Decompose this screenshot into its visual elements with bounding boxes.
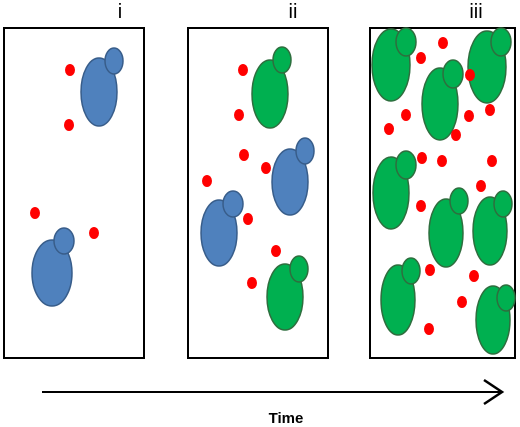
red-dot <box>469 270 479 282</box>
red-dot <box>485 104 495 116</box>
red-dot <box>487 155 497 167</box>
red-dot <box>464 110 474 122</box>
blue-cell-bud <box>222 190 244 218</box>
green-cell-bud <box>395 150 417 180</box>
red-dot <box>65 64 75 76</box>
blue-cell-body <box>200 199 238 267</box>
red-dot <box>465 69 475 81</box>
green-cell-bud <box>449 187 469 215</box>
red-dot <box>243 213 253 225</box>
blue-cell-bud <box>295 137 315 165</box>
green-budding-cell <box>251 46 292 129</box>
red-dot <box>417 152 427 164</box>
time-arrow-head <box>483 378 505 406</box>
red-dot <box>234 109 244 121</box>
blue-budding-cell <box>271 137 315 216</box>
blue-cell-body <box>80 57 118 127</box>
red-dot <box>457 296 467 308</box>
panel-i-label: i <box>118 1 122 23</box>
blue-budding-cell <box>200 190 244 267</box>
panel-ii-frame <box>187 27 329 359</box>
green-cell-body <box>251 59 289 129</box>
green-budding-cell <box>372 150 417 230</box>
red-dot <box>271 245 281 257</box>
green-cell-bud <box>401 257 421 285</box>
panel-ii-label: ii <box>289 1 298 23</box>
green-budding-cell <box>472 190 513 266</box>
panel-i-frame <box>3 27 145 359</box>
green-cell-body <box>428 198 464 268</box>
green-cell-bud <box>289 255 309 283</box>
red-dot <box>438 37 448 49</box>
blue-budding-cell <box>80 47 124 127</box>
blue-cell-bud <box>53 227 75 255</box>
green-budding-cell <box>475 284 516 355</box>
blue-cell-body <box>271 148 309 216</box>
red-dot <box>247 277 257 289</box>
red-dot <box>425 264 435 276</box>
red-dot <box>30 207 40 219</box>
red-dot <box>424 323 434 335</box>
red-dot <box>64 119 74 131</box>
green-cell-bud <box>395 27 417 57</box>
green-budding-cell <box>421 59 464 141</box>
green-budding-cell <box>371 27 417 102</box>
blue-cell-body <box>31 239 73 307</box>
red-dot <box>261 162 271 174</box>
red-dot <box>239 149 249 161</box>
blue-cell-bud <box>104 47 124 75</box>
red-dot <box>437 155 447 167</box>
panel-iii-label: iii <box>469 1 482 23</box>
green-cell-bud <box>442 59 464 89</box>
red-dot <box>384 123 394 135</box>
red-dot <box>89 227 99 239</box>
green-cell-bud <box>493 190 513 218</box>
green-cell-bud <box>272 46 292 74</box>
red-dot <box>238 64 248 76</box>
red-dot <box>416 52 426 64</box>
red-dot <box>476 180 486 192</box>
green-budding-cell <box>266 255 309 331</box>
red-dot <box>401 109 411 121</box>
green-budding-cell <box>428 187 469 268</box>
green-budding-cell <box>380 257 421 336</box>
red-dot <box>416 200 426 212</box>
panel-iii-frame <box>369 27 516 359</box>
green-cell-bud <box>496 284 516 312</box>
cells-layer <box>30 27 516 355</box>
red-dot <box>202 175 212 187</box>
green-cell-bud <box>490 27 512 57</box>
green-budding-cell <box>467 27 512 104</box>
blue-budding-cell <box>31 227 75 307</box>
red-dot <box>451 129 461 141</box>
time-axis-label: Time <box>269 410 304 427</box>
